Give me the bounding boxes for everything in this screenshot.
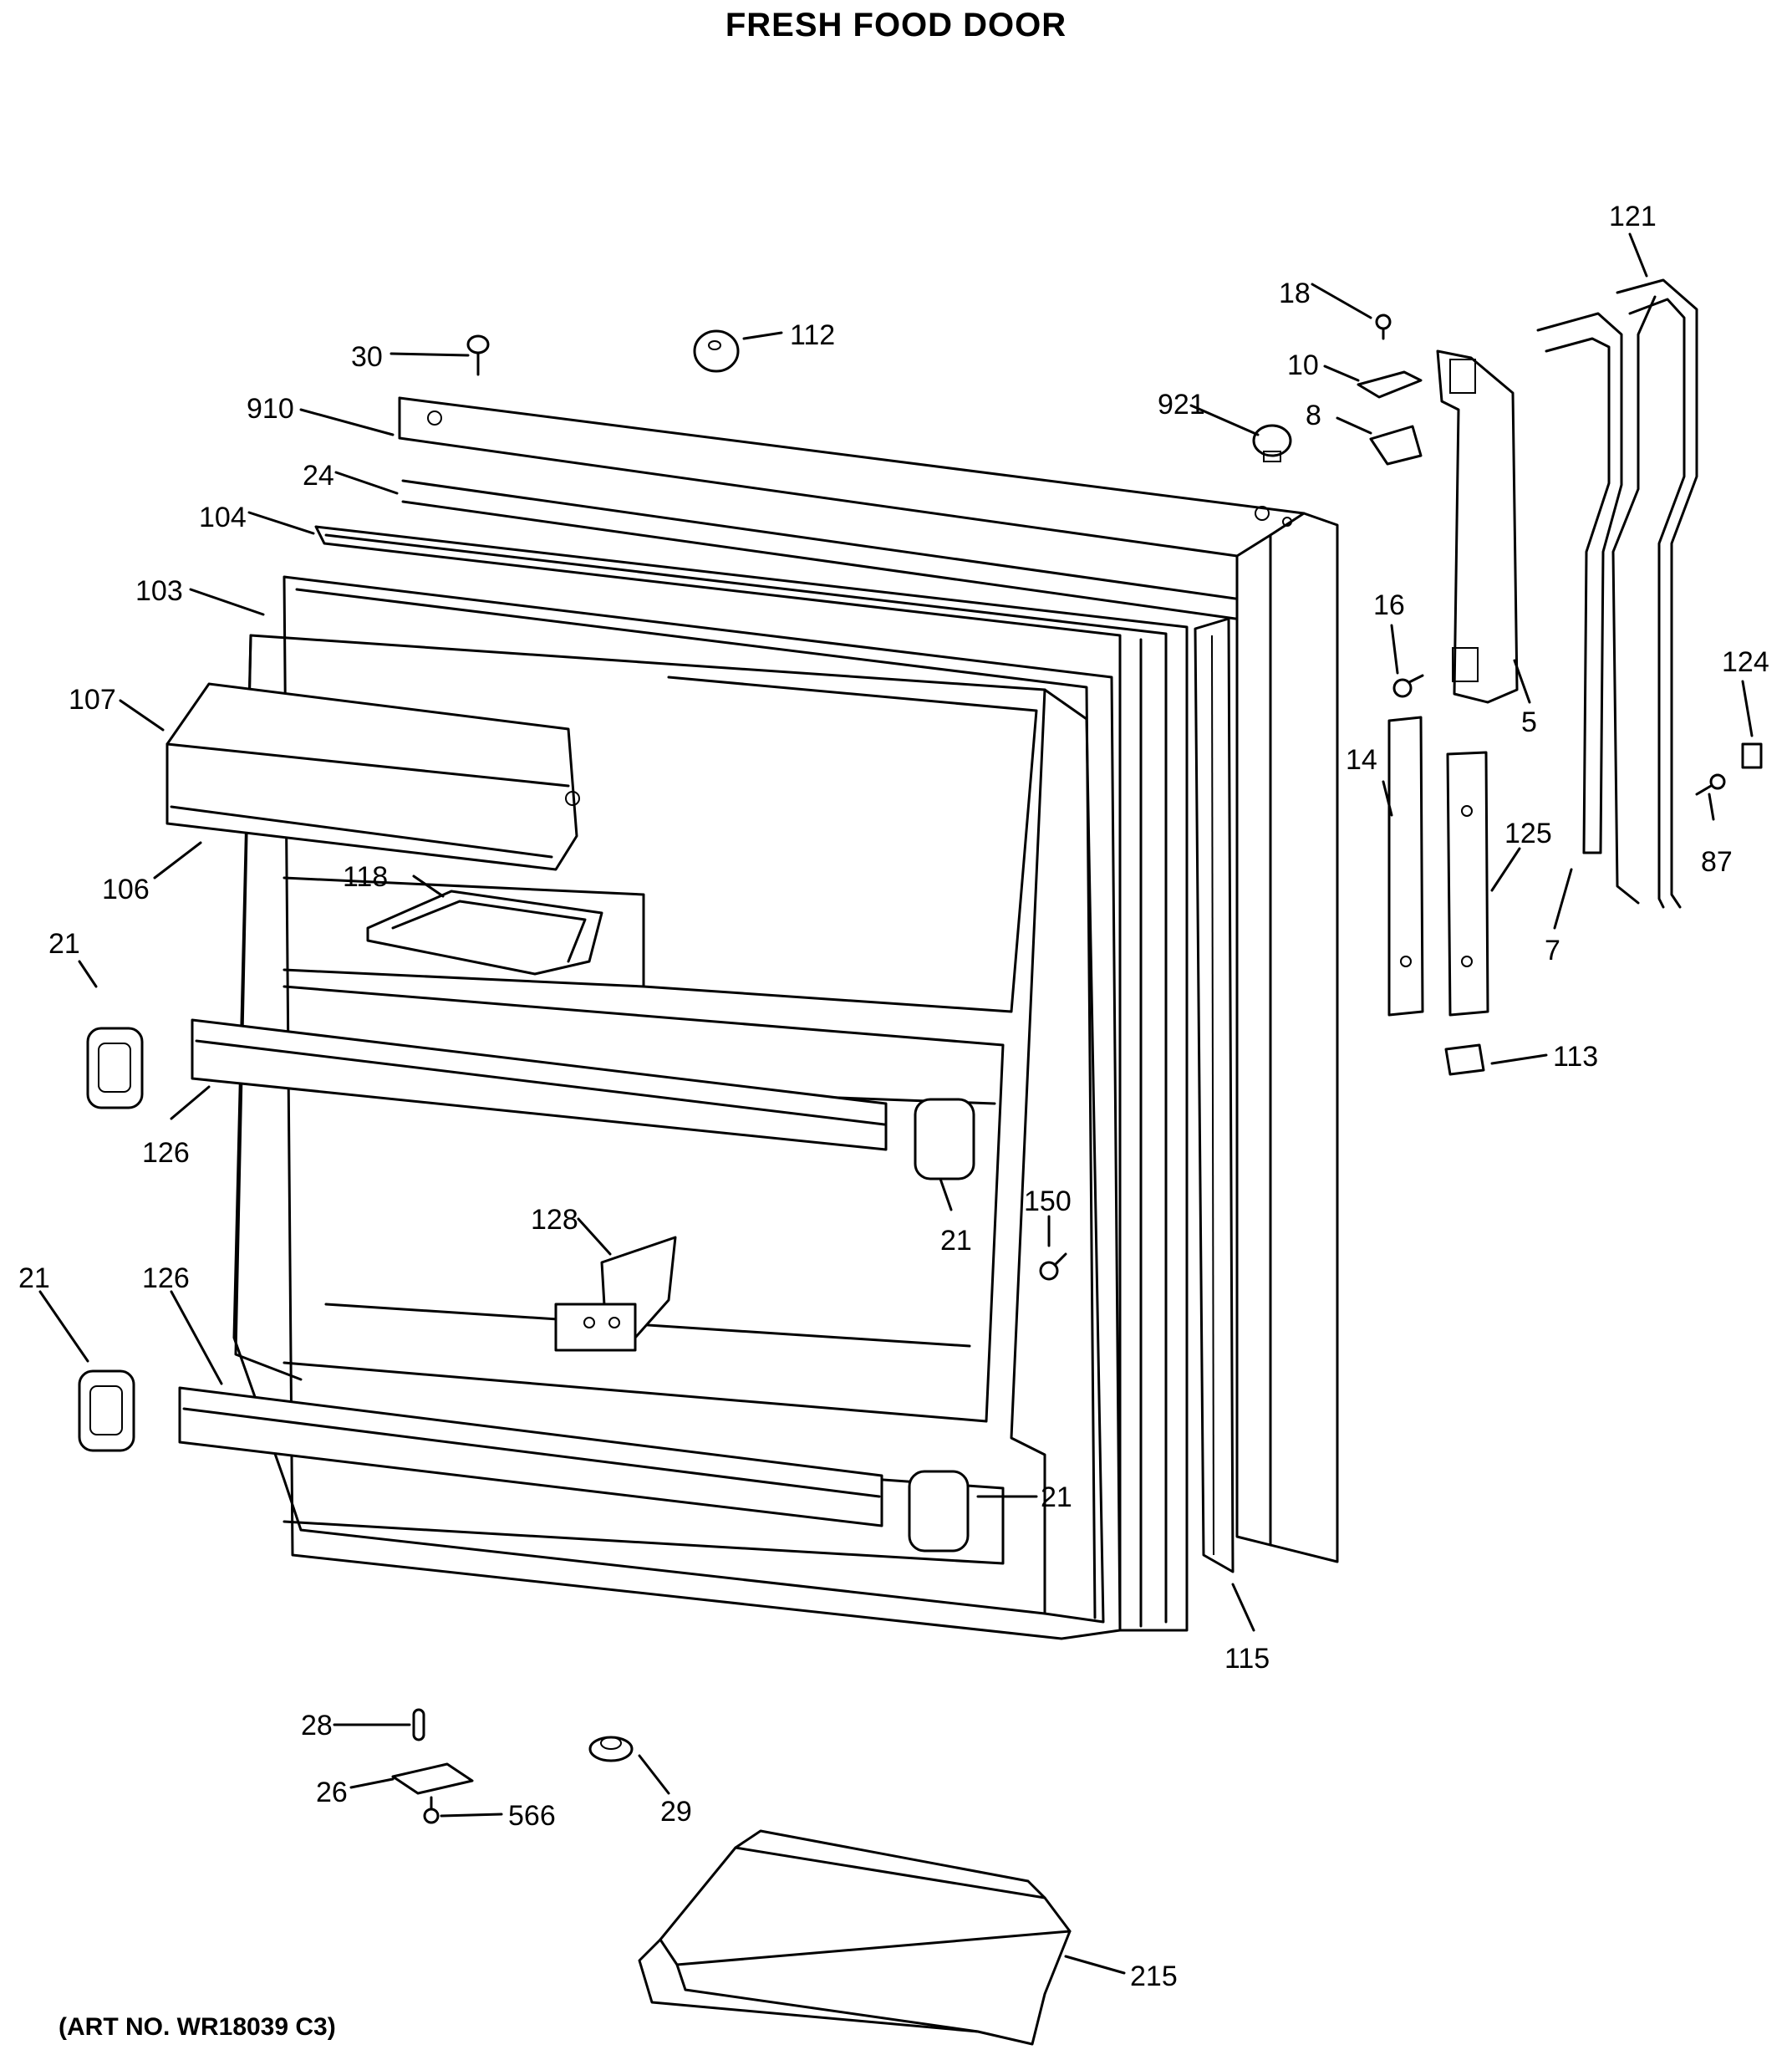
callout-125: 125 bbox=[1504, 818, 1552, 849]
pin-28 bbox=[412, 1708, 425, 1741]
callout-labels: 30 112 910 24 104 103 107 106 118 21 126… bbox=[18, 201, 1769, 1992]
egg-tray bbox=[366, 890, 603, 976]
callout-21-left-upper: 21 bbox=[48, 928, 80, 960]
callout-28: 28 bbox=[301, 1710, 333, 1741]
callout-113: 113 bbox=[1553, 1041, 1598, 1073]
callout-103: 103 bbox=[135, 575, 183, 607]
door-outer-panel bbox=[398, 396, 1339, 1563]
plug-112 bbox=[693, 329, 740, 373]
callout-24: 24 bbox=[303, 460, 334, 492]
handle-121 bbox=[1611, 278, 1698, 909]
callout-14: 14 bbox=[1346, 744, 1377, 776]
callout-29: 29 bbox=[660, 1796, 692, 1828]
art-number: (ART NO. WR18039 C3) bbox=[59, 2013, 336, 2041]
callout-16: 16 bbox=[1373, 589, 1405, 621]
shelf-end-cap-left-upper bbox=[86, 1027, 144, 1109]
callout-115: 115 bbox=[1224, 1643, 1270, 1675]
shelf-end-cap-right-lower bbox=[908, 1470, 970, 1553]
hinge-plate-10 bbox=[1357, 370, 1423, 399]
screw-16 bbox=[1392, 674, 1424, 698]
hinge-bushing-113 bbox=[1444, 1043, 1485, 1076]
retainer-clip bbox=[554, 1236, 677, 1352]
callout-566: 566 bbox=[508, 1800, 556, 1832]
bracket-26 bbox=[391, 1762, 474, 1795]
callout-126-upper: 126 bbox=[142, 1137, 190, 1169]
callout-5: 5 bbox=[1521, 706, 1537, 738]
callout-8: 8 bbox=[1306, 400, 1321, 431]
callout-128: 128 bbox=[531, 1204, 578, 1236]
diagram-title: FRESH FOOD DOOR bbox=[725, 7, 1067, 43]
callout-910: 910 bbox=[247, 393, 294, 425]
callout-106: 106 bbox=[102, 874, 150, 905]
callout-118: 118 bbox=[343, 861, 388, 893]
callout-21-left-lower: 21 bbox=[18, 1262, 50, 1294]
callout-7: 7 bbox=[1545, 935, 1560, 966]
screw-87 bbox=[1695, 773, 1726, 796]
dairy-door bbox=[165, 682, 580, 871]
handle-7 bbox=[1536, 312, 1623, 854]
callout-104: 104 bbox=[199, 502, 247, 533]
callout-107: 107 bbox=[69, 684, 116, 716]
callout-921: 921 bbox=[1158, 389, 1205, 421]
magnetic-strip bbox=[1194, 617, 1235, 1573]
callout-87: 87 bbox=[1701, 846, 1733, 878]
callout-126-lower: 126 bbox=[142, 1262, 190, 1294]
callout-215: 215 bbox=[1130, 1961, 1178, 1992]
screw-18 bbox=[1375, 314, 1392, 340]
screw-566 bbox=[423, 1796, 440, 1824]
door-shelf-upper bbox=[191, 1018, 888, 1151]
screw-150 bbox=[1039, 1252, 1067, 1281]
callout-21-right-lower: 21 bbox=[1041, 1481, 1072, 1513]
plug-921 bbox=[1252, 424, 1292, 462]
callout-10: 10 bbox=[1287, 349, 1319, 381]
callout-112: 112 bbox=[790, 319, 835, 351]
clip-124 bbox=[1741, 742, 1763, 769]
door-shelf-lower bbox=[178, 1386, 883, 1527]
callout-150: 150 bbox=[1024, 1186, 1072, 1217]
hinge-arm-5 bbox=[1436, 349, 1519, 704]
leader-lines bbox=[38, 232, 1754, 1975]
channel-125 bbox=[1446, 751, 1489, 1017]
callout-121: 121 bbox=[1609, 201, 1657, 232]
shelf-end-cap-right-upper bbox=[914, 1098, 975, 1180]
bushing-8 bbox=[1369, 425, 1423, 466]
callout-21-right-upper: 21 bbox=[940, 1225, 972, 1257]
callout-18: 18 bbox=[1279, 278, 1311, 309]
cover-strip-14 bbox=[1387, 716, 1424, 1017]
screw-30 bbox=[466, 334, 490, 376]
door-liner-frame bbox=[283, 575, 1122, 1640]
cap-29 bbox=[588, 1736, 634, 1762]
callout-30: 30 bbox=[351, 341, 383, 373]
callout-124: 124 bbox=[1722, 646, 1769, 678]
shelf-end-cap-left-lower bbox=[78, 1369, 135, 1452]
callout-26: 26 bbox=[316, 1777, 348, 1808]
door-bin-215 bbox=[638, 1829, 1072, 2046]
